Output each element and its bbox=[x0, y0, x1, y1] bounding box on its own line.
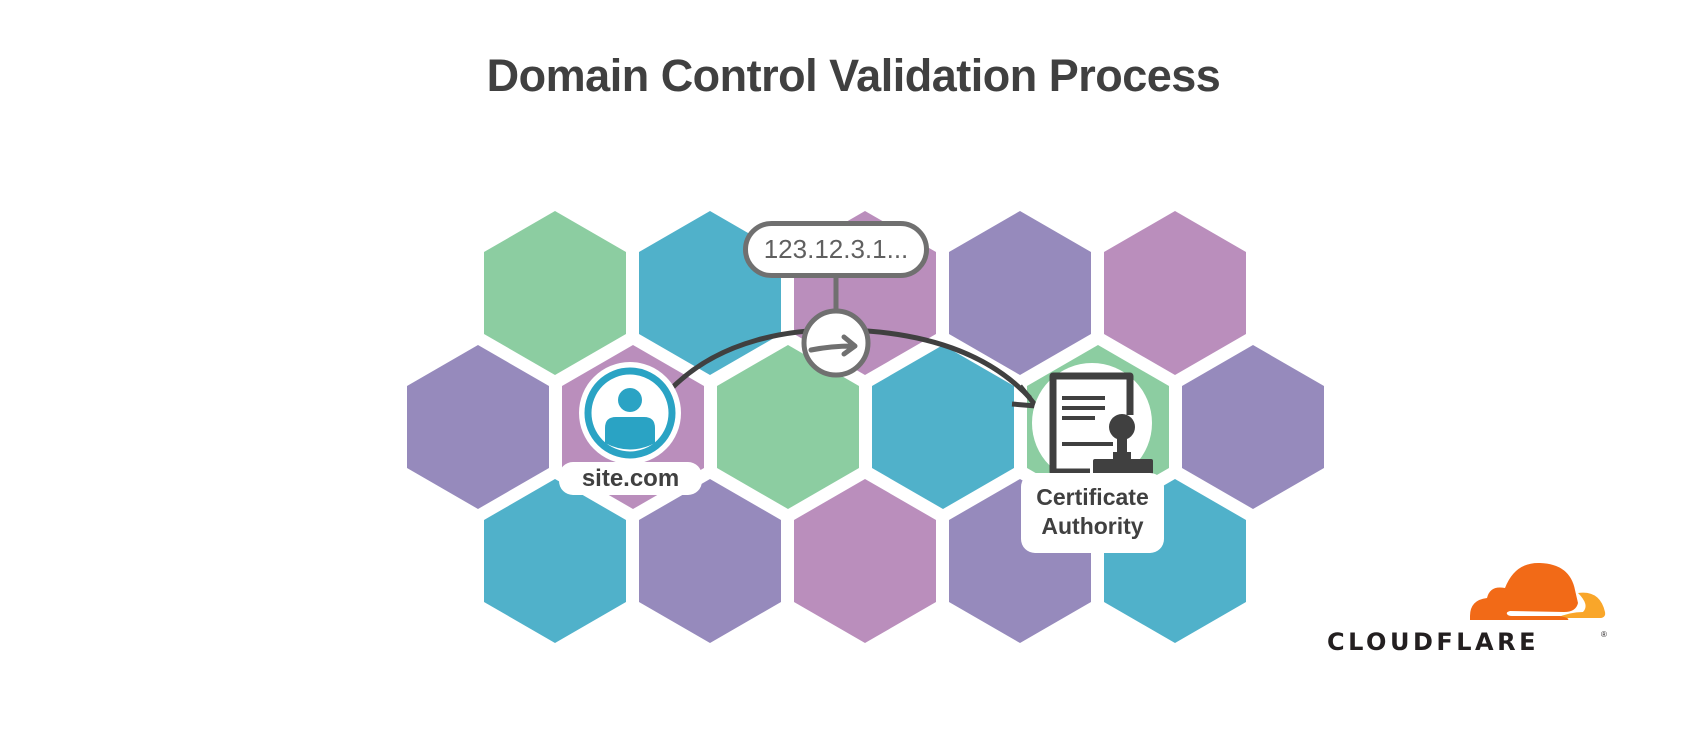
hexagon-pink bbox=[794, 479, 936, 643]
ip-address-bubble: 123.12.3.1... bbox=[743, 221, 929, 278]
transfer-circle bbox=[801, 308, 871, 378]
hexagon-purple bbox=[1182, 345, 1324, 509]
registered-mark: ® bbox=[1601, 630, 1607, 639]
diagram-title: Domain Control Validation Process bbox=[486, 50, 1221, 101]
hexagon-purple bbox=[949, 211, 1091, 375]
hexagon-blue bbox=[872, 345, 1014, 509]
certificate-authority-label: Certificate Authority bbox=[1021, 473, 1164, 553]
certificate-stamp-icon bbox=[1032, 363, 1153, 484]
hexagon-green bbox=[717, 345, 859, 509]
cloudflare-logo-icon bbox=[1470, 562, 1606, 620]
ca-label-line2: Authority bbox=[1041, 513, 1144, 539]
hexagon-pink bbox=[1104, 211, 1246, 375]
cloudflare-logo-text: CLOUDFLARE bbox=[1327, 628, 1539, 656]
arrow-right-icon bbox=[808, 334, 858, 357]
hexagon-green bbox=[484, 211, 626, 375]
user-icon bbox=[579, 362, 681, 464]
site-label: site.com bbox=[559, 462, 702, 495]
hexagon-purple bbox=[639, 479, 781, 643]
hexagon-purple bbox=[407, 345, 549, 509]
ca-label-line1: Certificate bbox=[1036, 484, 1149, 510]
hexagon-blue bbox=[484, 479, 626, 643]
